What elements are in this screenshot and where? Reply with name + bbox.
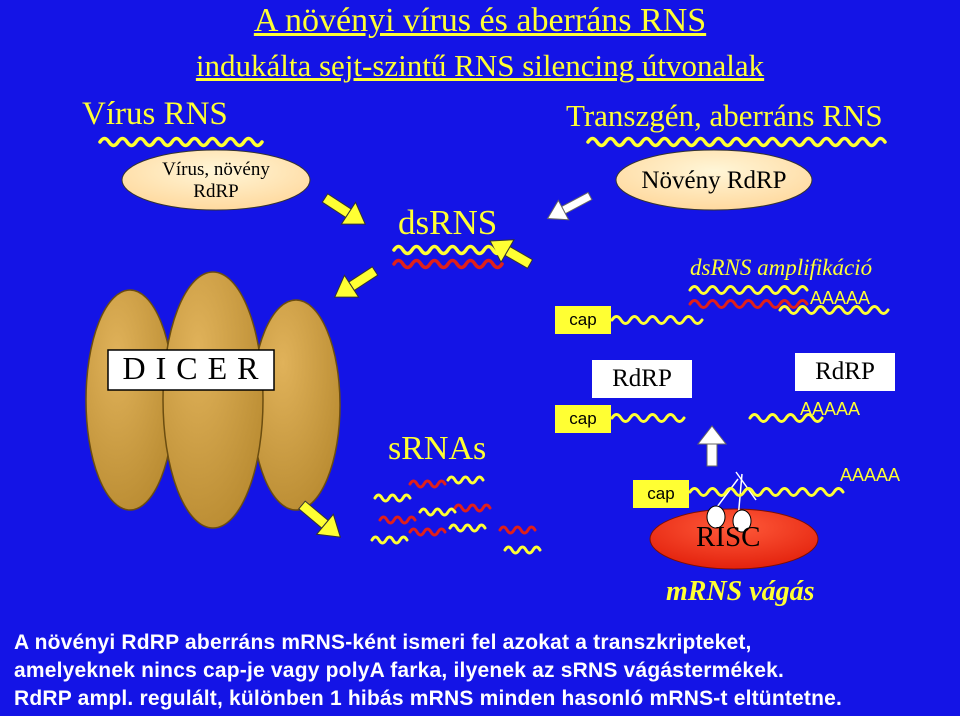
dicer-label: D I C E R [122, 350, 260, 386]
dsrns-strand-bottom [392, 258, 504, 270]
srna-fragment [408, 479, 447, 489]
transgene-rna-strand [586, 136, 887, 148]
srna-fragment [408, 527, 447, 537]
white-arrows [546, 191, 728, 467]
dsrns-strand-top [392, 244, 504, 256]
srna-fragment [378, 515, 417, 525]
mrna-strand-1-tail [778, 305, 890, 315]
dicer-complex-shape [85, 271, 341, 529]
srna-fragment [453, 503, 492, 513]
yellow-arrows [298, 193, 534, 538]
mrns-cleavage-label: mRNS vágás [666, 576, 815, 607]
plant-rdrp-ellipse [615, 149, 813, 211]
risc-label: RISC [696, 521, 761, 553]
transgene-aberrant-rna-label: Transzgén, aberráns RNS [566, 98, 883, 133]
cap-box-1: cap [555, 306, 611, 334]
caption-line-3: RdRP ampl. regulált, különben 1 hibás mR… [14, 687, 843, 710]
rdrp-box-1: RdRP [592, 360, 692, 398]
srna-fragment [503, 545, 542, 555]
srna-fragment [370, 535, 409, 545]
amplification-strand-bottom [688, 299, 809, 309]
rdrp-box-2: RdRP [795, 353, 895, 391]
cap-box-3: cap [633, 480, 689, 508]
srna-fragment [373, 493, 412, 503]
polya-tail-2: AAAAA [800, 399, 861, 419]
mrna-strand-2 [610, 413, 686, 423]
dsrns-label: dsRNS [398, 203, 498, 242]
srna-fragment [446, 475, 485, 485]
mrna-strand-2-tail [748, 413, 824, 423]
srna-fragment [418, 507, 457, 517]
caption-line-1: A növényi RdRP aberráns mRNS-ként ismeri… [14, 631, 752, 654]
mrna-strand-3 [688, 487, 845, 497]
srna-fragment [498, 525, 537, 535]
virus-rna-strand [98, 136, 264, 148]
virus-plant-rdrp-ellipse [121, 149, 311, 211]
title-line-1: A növényi vírus és aberráns RNS [253, 2, 707, 39]
srnas-label: sRNAs [388, 430, 487, 467]
cap-box-2: cap [555, 405, 611, 433]
srna-fragment [448, 523, 487, 533]
dsrns-amplification-label: dsRNS amplifikáció [690, 255, 873, 280]
amplification-strand-top [688, 285, 809, 295]
virus-rna-label: Vírus RNS [82, 96, 228, 132]
title-line-2: indukálta sejt-szintű RNS silencing útvo… [195, 48, 765, 83]
risc-cleavage-marks [706, 471, 757, 533]
risc-ellipse [649, 508, 819, 570]
polya-tail-1: AAAAA [810, 288, 871, 308]
caption-line-2: amelyeknek nincs cap-je vagy polyA farka… [14, 659, 785, 682]
polya-tail-3: AAAAA [840, 465, 901, 485]
mrna-strand-1 [610, 315, 704, 325]
virus-plant-rdrp-text: Vírus, növény RdRP [162, 159, 270, 202]
plant-rdrp-text: Növény RdRP [641, 167, 787, 194]
rna-strands [98, 136, 890, 555]
